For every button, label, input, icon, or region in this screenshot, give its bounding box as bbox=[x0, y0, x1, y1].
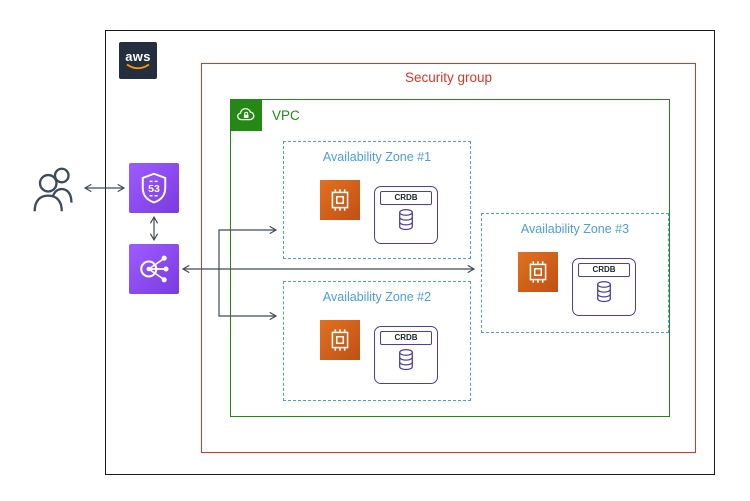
database-cylinder-icon bbox=[597, 281, 611, 303]
availability-zone-1: Availability Zone #1 CRDB bbox=[283, 141, 471, 259]
crdb-label: CRDB bbox=[578, 263, 630, 277]
availability-zone-3: Availability Zone #3 CRDB bbox=[481, 213, 669, 333]
availability-zone-2-label: Availability Zone #2 bbox=[322, 290, 432, 304]
ec2-instance-icon bbox=[518, 252, 558, 292]
aws-logo-text: aws bbox=[125, 49, 151, 64]
aws-cloud-boundary: aws Security group VPC A bbox=[105, 30, 715, 475]
elastic-load-balancer-icon bbox=[129, 244, 179, 294]
route53-icon: 53 bbox=[129, 163, 179, 213]
crdb-node: CRDB bbox=[374, 186, 438, 244]
crdb-label: CRDB bbox=[380, 191, 432, 205]
vpc-boundary: VPC Availability Zone #1 CRDB bbox=[230, 99, 670, 417]
security-group-label: Security group bbox=[404, 70, 493, 85]
availability-zone-1-label: Availability Zone #1 bbox=[322, 150, 432, 164]
vpc-label: VPC bbox=[272, 108, 300, 123]
ec2-instance-icon bbox=[320, 180, 360, 220]
aws-smile-icon bbox=[126, 63, 150, 70]
aws-logo: aws bbox=[119, 42, 157, 79]
availability-zone-2: Availability Zone #2 CRDB bbox=[283, 281, 471, 401]
crdb-node: CRDB bbox=[374, 326, 438, 384]
ec2-instance-icon bbox=[320, 320, 360, 360]
crdb-node: CRDB bbox=[572, 258, 636, 316]
security-group-boundary: Security group VPC Availability Zone #1 bbox=[201, 63, 696, 453]
database-cylinder-icon bbox=[399, 349, 413, 371]
database-cylinder-icon bbox=[399, 209, 413, 231]
route53-shield-text: 53 bbox=[148, 183, 160, 195]
crdb-label: CRDB bbox=[380, 331, 432, 345]
vpc-cloud-lock-icon bbox=[230, 99, 262, 131]
availability-zone-3-label: Availability Zone #3 bbox=[520, 222, 630, 236]
users-icon bbox=[26, 160, 84, 222]
